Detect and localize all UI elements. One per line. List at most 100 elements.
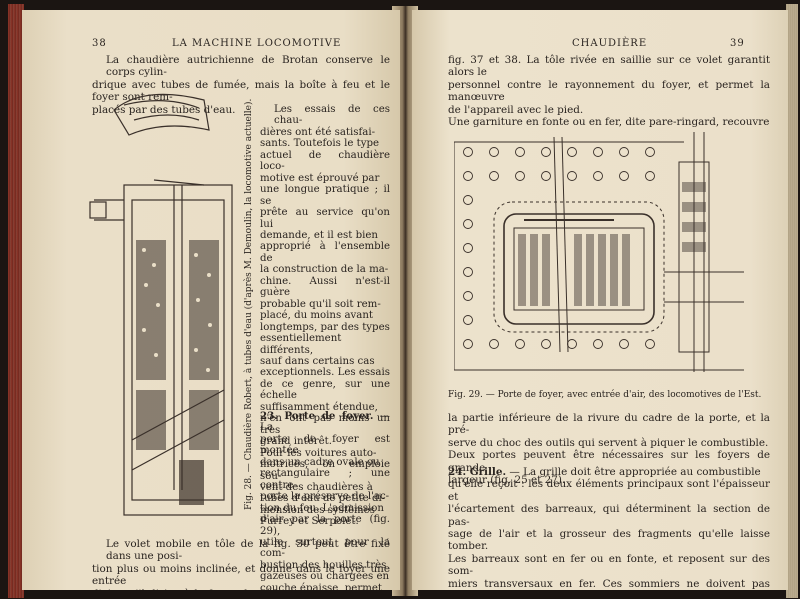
- text-line: mension des systèmes: [260, 504, 375, 516]
- text-line: Une garniture en fonte ou en fer, dite p…: [448, 116, 770, 129]
- rivet-mark: [619, 147, 629, 157]
- text-line: utile surtout pour la com-: [260, 536, 390, 560]
- text-line: dières ont été satisfai-: [260, 126, 376, 138]
- rivet-mark: [567, 147, 577, 157]
- text-line: placé, du moins avant: [260, 310, 374, 322]
- section-23-title: 23. Porte de foyer.: [260, 410, 374, 422]
- right-page-edges: [786, 4, 798, 598]
- text-line: motive est éprouvé par: [260, 172, 380, 184]
- rivet-mark: [593, 339, 603, 349]
- right-section-24: 24. Grille. — La grille doit être approp…: [448, 466, 770, 590]
- text-line: fig. 37 et 38. La tôle rivée en saillie …: [448, 54, 770, 79]
- text-line: la construction de la ma-: [260, 264, 389, 276]
- rivet-mark: [645, 339, 655, 349]
- rivet-mark: [593, 147, 603, 157]
- text-line: sauf dans certains cas: [260, 355, 375, 367]
- left-page-number: 38: [92, 38, 107, 49]
- rivet-mark: [463, 147, 473, 157]
- left-running-head: LA MACHINE LOCOMOTIVE: [172, 38, 342, 49]
- text-line: tubes d'eau de petite di-: [260, 493, 386, 505]
- text-line: une longue pratique ; il se: [260, 184, 390, 207]
- rivet-mark: [463, 339, 473, 349]
- text-line: approprié à l'ensemble de: [260, 241, 390, 264]
- rivet-mark: [463, 315, 473, 325]
- text-line: n'en ont pas moins un très: [260, 413, 390, 436]
- left-page-edges: [8, 4, 24, 598]
- rivet-mark: [541, 171, 551, 181]
- text-line: porte la préserve de l'ac-: [260, 491, 390, 503]
- text-line: grand intérêt.: [260, 436, 332, 448]
- text-line: essentiellement différents,: [260, 333, 342, 356]
- text-line: gazeuses ou chargées en: [260, 571, 390, 583]
- rivet-mark: [463, 219, 473, 229]
- text-line: tion plus ou moins inclinée, et donne da…: [92, 562, 390, 588]
- text-line: Les essais de ces chau-: [274, 104, 390, 127]
- rivet-mark: [489, 339, 499, 349]
- rivet-mark: [515, 171, 525, 181]
- text-line: sage de l'air et la grosseur des fragmen…: [448, 528, 770, 553]
- left-bottom-paragraph: Le volet mobile en tôle de la fig. 30 pe…: [92, 538, 390, 590]
- text-line: vent des chaudières à: [260, 481, 373, 493]
- rivet-mark: [541, 147, 551, 157]
- text-line: exceptionnels. Les essais: [260, 367, 390, 379]
- text-line: prête au service qu'on lui: [260, 207, 390, 230]
- text-line: d'air, qu'il dirige à la façon du déflec…: [92, 588, 390, 590]
- text-line: probable qu'il soit rem-: [260, 298, 381, 310]
- rivet-mark: [567, 339, 577, 349]
- text-line: Le volet mobile en tôle de la fig. 30 pe…: [106, 538, 390, 563]
- text-line: motrices, on emploie sou-: [260, 459, 390, 482]
- rivet-mark: [489, 171, 499, 181]
- text-line: porte de foyer est montée: [260, 433, 390, 457]
- text-line: tion du feu. L'admission: [260, 502, 384, 514]
- text-line: serve du choc des outils qui servent à p…: [448, 436, 769, 449]
- text-line: personnel contre le rayonnement du foyer…: [448, 78, 770, 104]
- section-24-title: 24. Grille.: [448, 466, 507, 478]
- text-line: longtemps, par des types: [260, 321, 390, 333]
- text-line: qu'elle reçoit : les deux éléments princ…: [448, 478, 770, 503]
- text-line: Les barreaux sont en fer ou en fonte, et…: [448, 552, 770, 578]
- rivet-mark: [619, 339, 629, 349]
- right-top-paragraph: fig. 37 et 38. La tôle rivée en saillie …: [448, 54, 770, 128]
- right-running-head: CHAUDIÈRE: [572, 38, 648, 49]
- rivet-mark: [463, 195, 473, 205]
- rivet-mark: [463, 291, 473, 301]
- text-line: placés par des tubes d'eau.: [92, 103, 236, 116]
- figure-29-caption: Fig. 29. — Porte de foyer, avec entrée d…: [448, 390, 762, 400]
- rivet-mark: [541, 339, 551, 349]
- text-line: de l'appareil avec le pied.: [448, 103, 584, 116]
- text-line: sants. Toutefois le type: [260, 138, 380, 150]
- text-line: Pour les voitures auto-: [260, 447, 377, 459]
- rivet-mark: [645, 147, 655, 157]
- rivet-mark: [567, 171, 577, 181]
- text-line: Deux portes peuvent être nécessaires sur…: [448, 449, 770, 474]
- text-line: bustion des houilles très: [260, 559, 387, 571]
- text-line: — La grille doit être appropriée au comb…: [506, 466, 761, 478]
- text-line: suffisamment étendue,: [260, 401, 378, 413]
- rivet-mark: [515, 147, 525, 157]
- right-middle-paragraph: la partie inférieure de la rivure du cad…: [448, 412, 770, 486]
- rivet-mark: [463, 267, 473, 277]
- rivet-mark: [619, 171, 629, 181]
- figure-28-caption: Fig. 28. — Chaudière Robert, à tubes d'e…: [244, 98, 254, 510]
- text-line: de ce genre, sur une échelle: [260, 378, 390, 402]
- text-line: couche épaisse, permet: [260, 582, 382, 590]
- text-line: La chaudière autrichienne de Brotan cons…: [106, 54, 390, 79]
- text-line: d'air par la porte (fig. 29),: [260, 514, 390, 537]
- rivet-mark: [515, 339, 525, 349]
- text-line: chine. Aussi n'est-il guère: [260, 275, 390, 299]
- text-line: la partie inférieure de la rivure du cad…: [448, 412, 770, 437]
- text-line: — La: [260, 411, 390, 434]
- left-column-text: Les essais de ces chau-dières ont été sa…: [260, 104, 390, 528]
- text-line: demande, et il est bien: [260, 229, 378, 241]
- text-line: dans un cadre ovale ou: [260, 456, 380, 468]
- text-line: actuel de chaudière loco-: [260, 149, 390, 173]
- right-page-number: 39: [730, 38, 745, 49]
- left-page: 38 LA MACHINE LOCOMOTIVE La chaudière au…: [22, 10, 400, 590]
- rivet-mark: [593, 171, 603, 181]
- text-line: miers transversaux en fer. Ces sommiers …: [448, 577, 770, 590]
- text-line: rectangulaire ; une contre-: [260, 468, 390, 491]
- figure-29-firedoor-drawing: [454, 132, 744, 372]
- rivet-mark: [463, 171, 473, 181]
